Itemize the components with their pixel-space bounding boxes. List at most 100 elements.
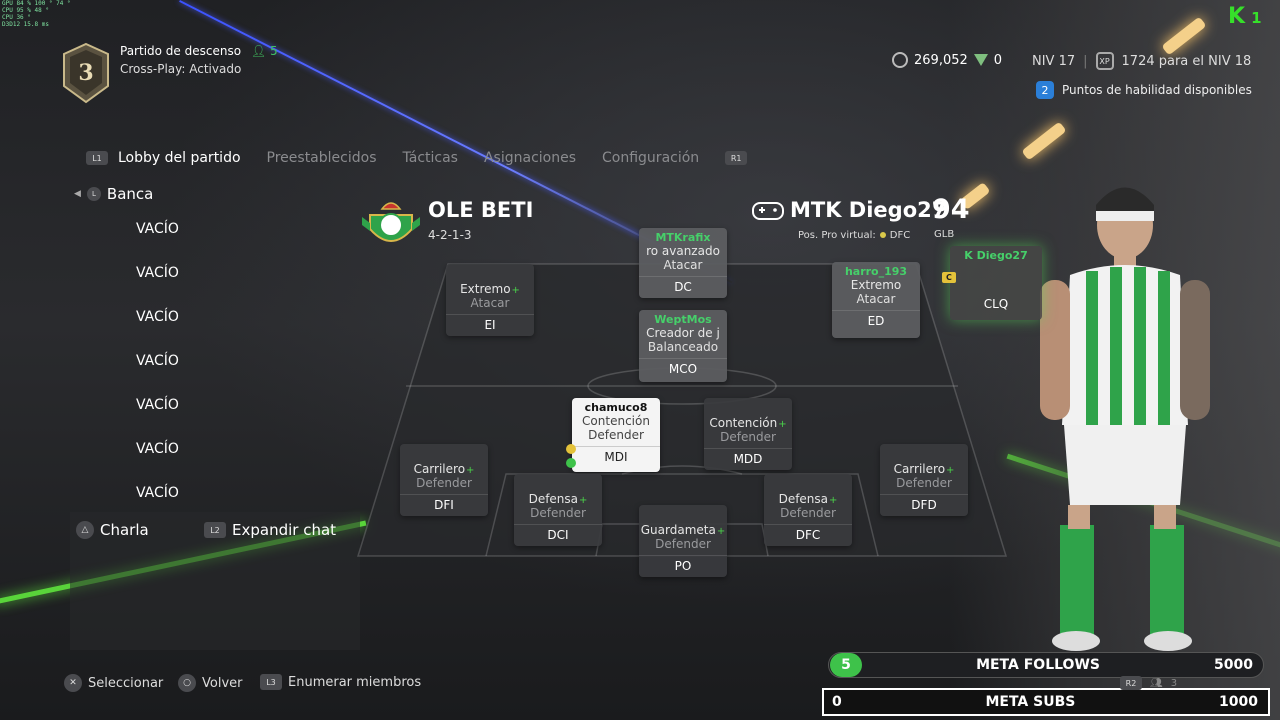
card-body: C [942,262,1042,290]
l-stick-icon: L [86,187,101,201]
card-position: PO [639,555,727,573]
chat-label: Charla [100,521,149,539]
overall-rating: 94 [932,194,970,225]
position-card-ei[interactable]: Extremo+ Atacar EI [446,264,534,336]
status-dot-icon [566,458,576,468]
back-hint[interactable]: ○ Volver [178,674,243,692]
points-value: 0 [993,52,1003,68]
position-card-dci[interactable]: Defensa+ Defender DCI [514,474,602,546]
bench-slot[interactable]: VACÍO [136,353,179,369]
members-label: Enumerar miembros [288,674,422,690]
card-style: Atacar [856,292,896,306]
subs-goal: 1000 [1219,694,1258,710]
card-player-name: WeptMos [654,313,712,326]
subs-current: 0 [832,694,842,710]
captain-badge: C [942,272,956,283]
card-role: Defensa+ [528,492,588,506]
chevron-left-icon: ◀ [74,189,81,199]
bench-slot[interactable]: VACÍO [136,221,179,237]
card-position: MDI [572,446,660,464]
division-badge: 3 [63,42,109,104]
skill-points-count: 2 [1036,81,1054,99]
position-card-mdd[interactable]: Contención+ Defender MDD [704,398,792,470]
card-position: DCI [514,524,602,542]
team-formation: 4-2-1-3 [428,228,472,242]
bench-header[interactable]: ◀ L Banca [74,185,153,203]
points-icon [973,54,988,66]
card-style: Atacar [663,258,703,272]
card-position: DFI [400,494,488,512]
bench-slot[interactable]: VACÍO [136,265,179,281]
members-hint[interactable]: L3 Enumerar miembros [260,674,421,690]
skill-points[interactable]: 2 Puntos de habilidad disponibles [1036,81,1252,99]
card-style: Defender [655,537,711,551]
card-role: Defensa+ [778,492,838,506]
select-hint[interactable]: ✕ Seleccionar [64,674,163,692]
level-info: NIV 17 | XP 1724 para el NIV 18 [1032,52,1251,70]
position-card-clq[interactable]: K Diego27 C CLQ [942,246,1042,320]
tab-lobby[interactable]: Lobby del partido [118,150,241,166]
bench-slot[interactable]: VACÍO [136,485,179,501]
perf-row: GPU 84 % 100 ° 74 ° [2,0,71,7]
triangle-button-icon: △ [76,521,94,539]
add-player-icon: + [466,465,475,476]
tab-tactics[interactable]: Tácticas [402,150,458,166]
position-card-mdi[interactable]: chamuco8 Contención Defender MDI [566,398,660,472]
chat-button[interactable]: △ Charla [76,521,149,539]
virtual-pro-position: Pos. Pro virtual:DFC [798,230,910,241]
expand-chat-label: Expandir chat [232,521,337,539]
card-player-name: K Diego27 [964,249,1028,262]
card-role: Carrilero+ [413,462,475,476]
pos-pro-label: Pos. Pro virtual: [798,230,876,241]
position-card-dfc[interactable]: Defensa+ Defender DFC [764,474,852,546]
position-card-dfi[interactable]: Carrilero+ Defender DFI [400,444,488,516]
r1-button-icon[interactable]: R1 [725,151,748,165]
position-dot-icon [879,232,886,238]
match-type: Partido de descenso 👤︎ 5 [120,44,278,58]
tab-presets[interactable]: Preestablecidos [266,150,377,166]
position-card-po[interactable]: Guardameta+ Defender PO [639,505,727,577]
position-card-mco[interactable]: WeptMos Creador de j Balanceado MCO [639,310,727,382]
bench-slot[interactable]: VACÍO [136,441,179,457]
card-role: Contención+ [709,416,787,430]
tab-settings[interactable]: Configuración [602,150,700,166]
user-name: MTK Diego27 [790,198,947,222]
position-card-dfd[interactable]: Carrilero+ Defender DFD [880,444,968,516]
bench-slot[interactable]: VACÍO [136,397,179,413]
l1-button-icon[interactable]: L1 [86,151,108,165]
card-role: Carrilero+ [893,462,955,476]
card-style: Defender [780,506,836,520]
l2-button-icon: L2 [204,522,226,538]
meta-subs-bar: 0 META SUBS 1000 [822,688,1270,716]
card-position: DFC [764,524,852,542]
card-player-name: chamuco8 [584,401,648,414]
bench-slot[interactable]: VACÍO [136,309,179,325]
card-style: Defender [416,476,472,490]
r2-button-icon: R2 [1120,676,1142,690]
tab-bar: L1 Lobby del partido Preestablecidos Tác… [86,150,748,166]
member-counter: R2 👥︎ 3 [1120,676,1177,690]
card-style: Defender [896,476,952,490]
perf-row: CPU 95 % 48 ° [2,7,49,14]
player-avatar [1040,187,1210,651]
bench-title: Banca [106,185,154,203]
card-role: ro avanzado [646,244,720,258]
position-card-dc[interactable]: MTKrafix ro avanzado Atacar DC [639,228,727,298]
card-style: Balanceado [647,340,719,354]
card-position: ED [832,310,920,328]
position-card-ed[interactable]: harro_193 Extremo Atacar ED [832,262,920,338]
performance-overlay: GPU 84 % 100 ° 74 ° CPU 95 % 48 ° CPU 36… [2,0,71,28]
card-style: Defender [588,428,644,442]
perf-row: D3D12 15.8 ms [2,21,49,28]
back-label: Volver [202,675,243,691]
expand-chat-button[interactable]: L2 Expandir chat [204,521,336,539]
tab-assignments[interactable]: Asignaciones [483,150,577,166]
level-label: NIV 17 [1032,53,1076,69]
card-position: MCO [639,358,727,376]
member-count: 3 [1170,677,1178,689]
currency-bar: 269,052 0 [892,52,1002,68]
add-player-icon: + [716,526,726,537]
card-style: Defender [530,506,586,520]
add-player-icon: + [946,465,955,476]
